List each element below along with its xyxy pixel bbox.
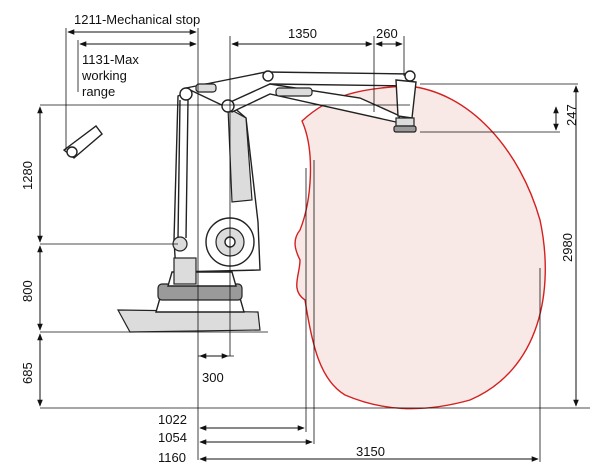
dim-left-upper: 1280 (20, 106, 43, 243)
dim-bottom-outer-reach: 1160 3150 (158, 444, 539, 465)
label-left-upper: 1280 (20, 161, 35, 190)
label-bottom-inner-stop: 1160 (158, 450, 186, 465)
label-right-total-height: 2980 (560, 233, 575, 262)
label-max-range-1: 1131-Max (82, 52, 139, 67)
dim-top-reach: 1350 (231, 26, 373, 47)
label-left-lower: 685 (20, 362, 35, 384)
dim-left-middle: 800 (20, 245, 43, 331)
dim-bottom-mid-reach: 1054 (158, 430, 313, 445)
extension-lines (40, 28, 590, 462)
label-bottom-base-offset: 300 (202, 370, 224, 385)
robot-arm (177, 70, 415, 239)
dim-mechanical-stop: 1211-Mechanical stop (67, 12, 200, 35)
dim-right-total-height: 2980 (560, 85, 579, 407)
label-max-range-2: working (81, 68, 127, 83)
label-right-wrist-height: 247 (564, 104, 579, 126)
label-max-range-3: range (82, 84, 115, 99)
working-envelope (294, 85, 546, 410)
robot-column (172, 83, 261, 285)
dim-max-range: 1131-Max working range (79, 41, 197, 99)
dim-bottom-base-offset: 300 (199, 353, 229, 385)
label-bottom-mid-reach: 1054 (158, 430, 187, 445)
label-mechanical-stop: 1211-Mechanical stop (74, 12, 200, 27)
dim-top-wrist: 260 (375, 26, 403, 47)
mechanical-stop-arm (62, 125, 103, 159)
dim-bottom-inner-reach: 1022 (158, 412, 305, 431)
label-bottom-outer-reach: 3150 (356, 444, 385, 459)
label-top-reach: 1350 (288, 26, 317, 41)
label-left-middle: 800 (20, 280, 35, 302)
dim-left-lower: 685 (20, 333, 43, 407)
robot-wrist (393, 70, 417, 133)
label-bottom-inner-reach: 1022 (158, 412, 187, 427)
label-top-wrist: 260 (376, 26, 398, 41)
